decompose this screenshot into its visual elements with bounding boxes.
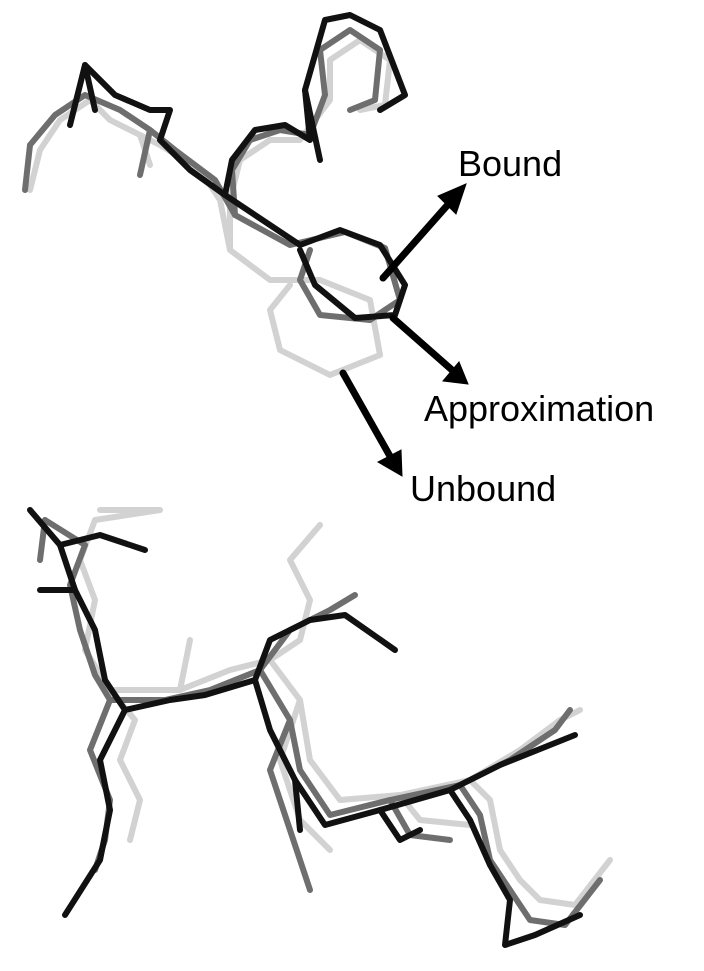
top-bound-conformer — [67, 12, 408, 321]
unbound-label: Unbound — [410, 468, 557, 509]
bottom-approximation-conformer — [37, 517, 603, 928]
bound-arrowhead — [437, 183, 467, 215]
top-molecule — [22, 12, 408, 378]
bound-arrow — [379, 183, 467, 282]
bottom-bound-conformer — [27, 507, 583, 948]
unbound-arrowhead — [376, 449, 403, 477]
approximation-label: Approximation — [424, 388, 655, 429]
unbound-arrow — [339, 369, 403, 477]
annotation-arrows — [339, 183, 469, 477]
bottom-molecule — [27, 507, 613, 948]
bottom-unbound-conformer — [77, 507, 613, 908]
approximation-arrow — [389, 314, 469, 385]
bound-label: Bound — [458, 143, 563, 184]
approximation-arrowhead — [442, 361, 469, 385]
top-approximation-conformer — [22, 27, 403, 323]
top-unbound-conformer — [27, 37, 393, 378]
